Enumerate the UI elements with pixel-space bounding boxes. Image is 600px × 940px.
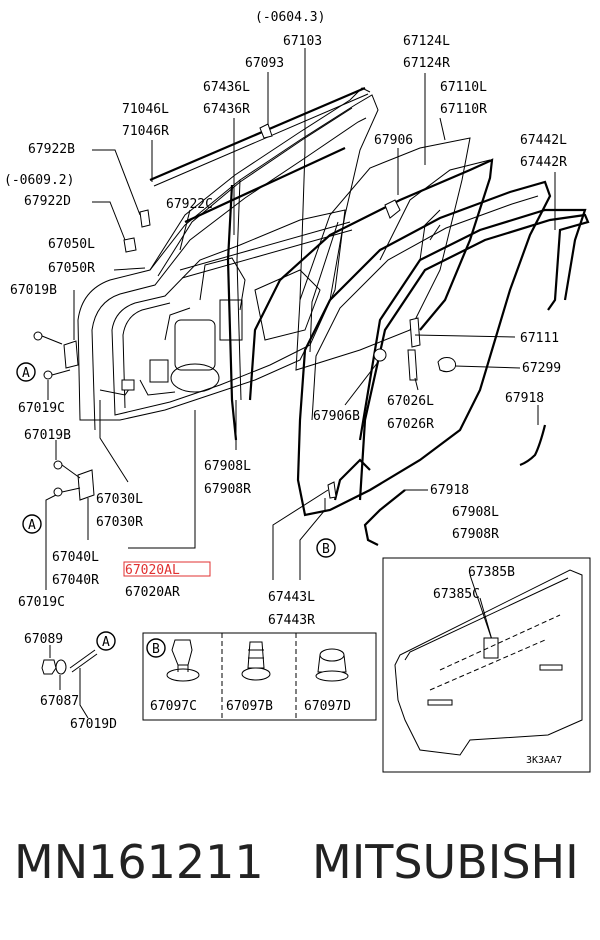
fastener-detail-box <box>142 632 377 721</box>
label-67922d: 67922D <box>24 194 71 209</box>
label-67908r-right: 67908R <box>452 527 499 542</box>
label-67093: 67093 <box>245 56 284 71</box>
label-67918-right: 67918 <box>505 391 544 406</box>
brand-name: MITSUBISHI <box>312 835 579 889</box>
label-67908l-mid: 67908L <box>204 459 251 474</box>
label-67040l: 67040L <box>52 550 99 565</box>
label-67299: 67299 <box>522 361 561 376</box>
label-67442l: 67442L <box>520 133 567 148</box>
label-67111: 67111 <box>520 331 559 346</box>
label-67026l: 67026L <box>387 394 434 409</box>
trim-panel-inset <box>382 557 591 773</box>
door-parts-diagram: A A A B B (-0604.3) 67103 67124L 67124R … <box>4 10 591 773</box>
label-67030l: 67030L <box>96 492 143 507</box>
label-67110r: 67110R <box>440 102 487 117</box>
highlight-67020al <box>123 561 211 577</box>
callout-a-1: A <box>22 366 30 381</box>
label-period-0609: (-0609.2) <box>4 173 74 188</box>
label-67020al: 67020AL <box>125 563 180 578</box>
part-labels: (-0604.3) 67103 67124L 67124R 67093 6743… <box>4 10 567 766</box>
callout-a-2: A <box>28 518 36 533</box>
footer-caption: MN161211 MITSUBISHI <box>0 835 600 905</box>
label-67443l: 67443L <box>268 590 315 605</box>
label-67097d: 67097D <box>304 699 351 714</box>
leader-lines <box>45 48 556 641</box>
label-67124l: 67124L <box>403 34 450 49</box>
label-67019b-mid: 67019B <box>24 428 71 443</box>
label-67922c: 67922C <box>166 197 213 212</box>
label-67436l: 67436L <box>203 80 250 95</box>
label-67050l: 67050L <box>48 237 95 252</box>
label-67019c-top: 67019C <box>18 401 65 416</box>
label-67908r-mid: 67908R <box>204 482 251 497</box>
callout-b-2: B <box>152 642 160 657</box>
callout-b-1: B <box>322 542 330 557</box>
label-67918-mid: 67918 <box>430 483 469 498</box>
label-67110l: 67110L <box>440 80 487 95</box>
label-67030r: 67030R <box>96 515 143 530</box>
label-67050r: 67050R <box>48 261 95 276</box>
callout-circles: A A A B B <box>16 362 336 658</box>
label-67124r: 67124R <box>403 56 450 71</box>
label-71046l: 71046L <box>122 102 169 117</box>
label-67097b: 67097B <box>226 699 273 714</box>
label-67019d: 67019D <box>70 717 117 732</box>
door-illustration <box>33 86 590 546</box>
label-period-0604: (-0604.3) <box>255 10 325 25</box>
label-67908l-right: 67908L <box>452 505 499 520</box>
label-67906b: 67906B <box>313 409 360 424</box>
label-67019b-top: 67019B <box>10 283 57 298</box>
label-67443r: 67443R <box>268 613 315 628</box>
bottom-left-fasteners <box>41 645 98 719</box>
label-67922b: 67922B <box>28 142 75 157</box>
label-67019c-bottom: 67019C <box>18 595 65 610</box>
label-67097c: 67097C <box>150 699 197 714</box>
label-67089: 67089 <box>24 632 63 647</box>
label-71046r: 71046R <box>122 124 169 139</box>
label-67385c: 67385C <box>433 587 480 602</box>
label-67040r: 67040R <box>52 573 99 588</box>
part-number: MN161211 <box>14 835 264 889</box>
label-67026r: 67026R <box>387 417 434 432</box>
label-67020ar: 67020AR <box>125 585 180 600</box>
label-67087: 67087 <box>40 694 79 709</box>
label-67442r: 67442R <box>520 155 567 170</box>
label-67906: 67906 <box>374 133 413 148</box>
label-67385b: 67385B <box>468 565 515 580</box>
callout-a-3: A <box>102 635 110 650</box>
label-67436r: 67436R <box>203 102 250 117</box>
label-67103: 67103 <box>283 34 322 49</box>
diagram-ref-code: 3K3AA7 <box>526 755 562 766</box>
